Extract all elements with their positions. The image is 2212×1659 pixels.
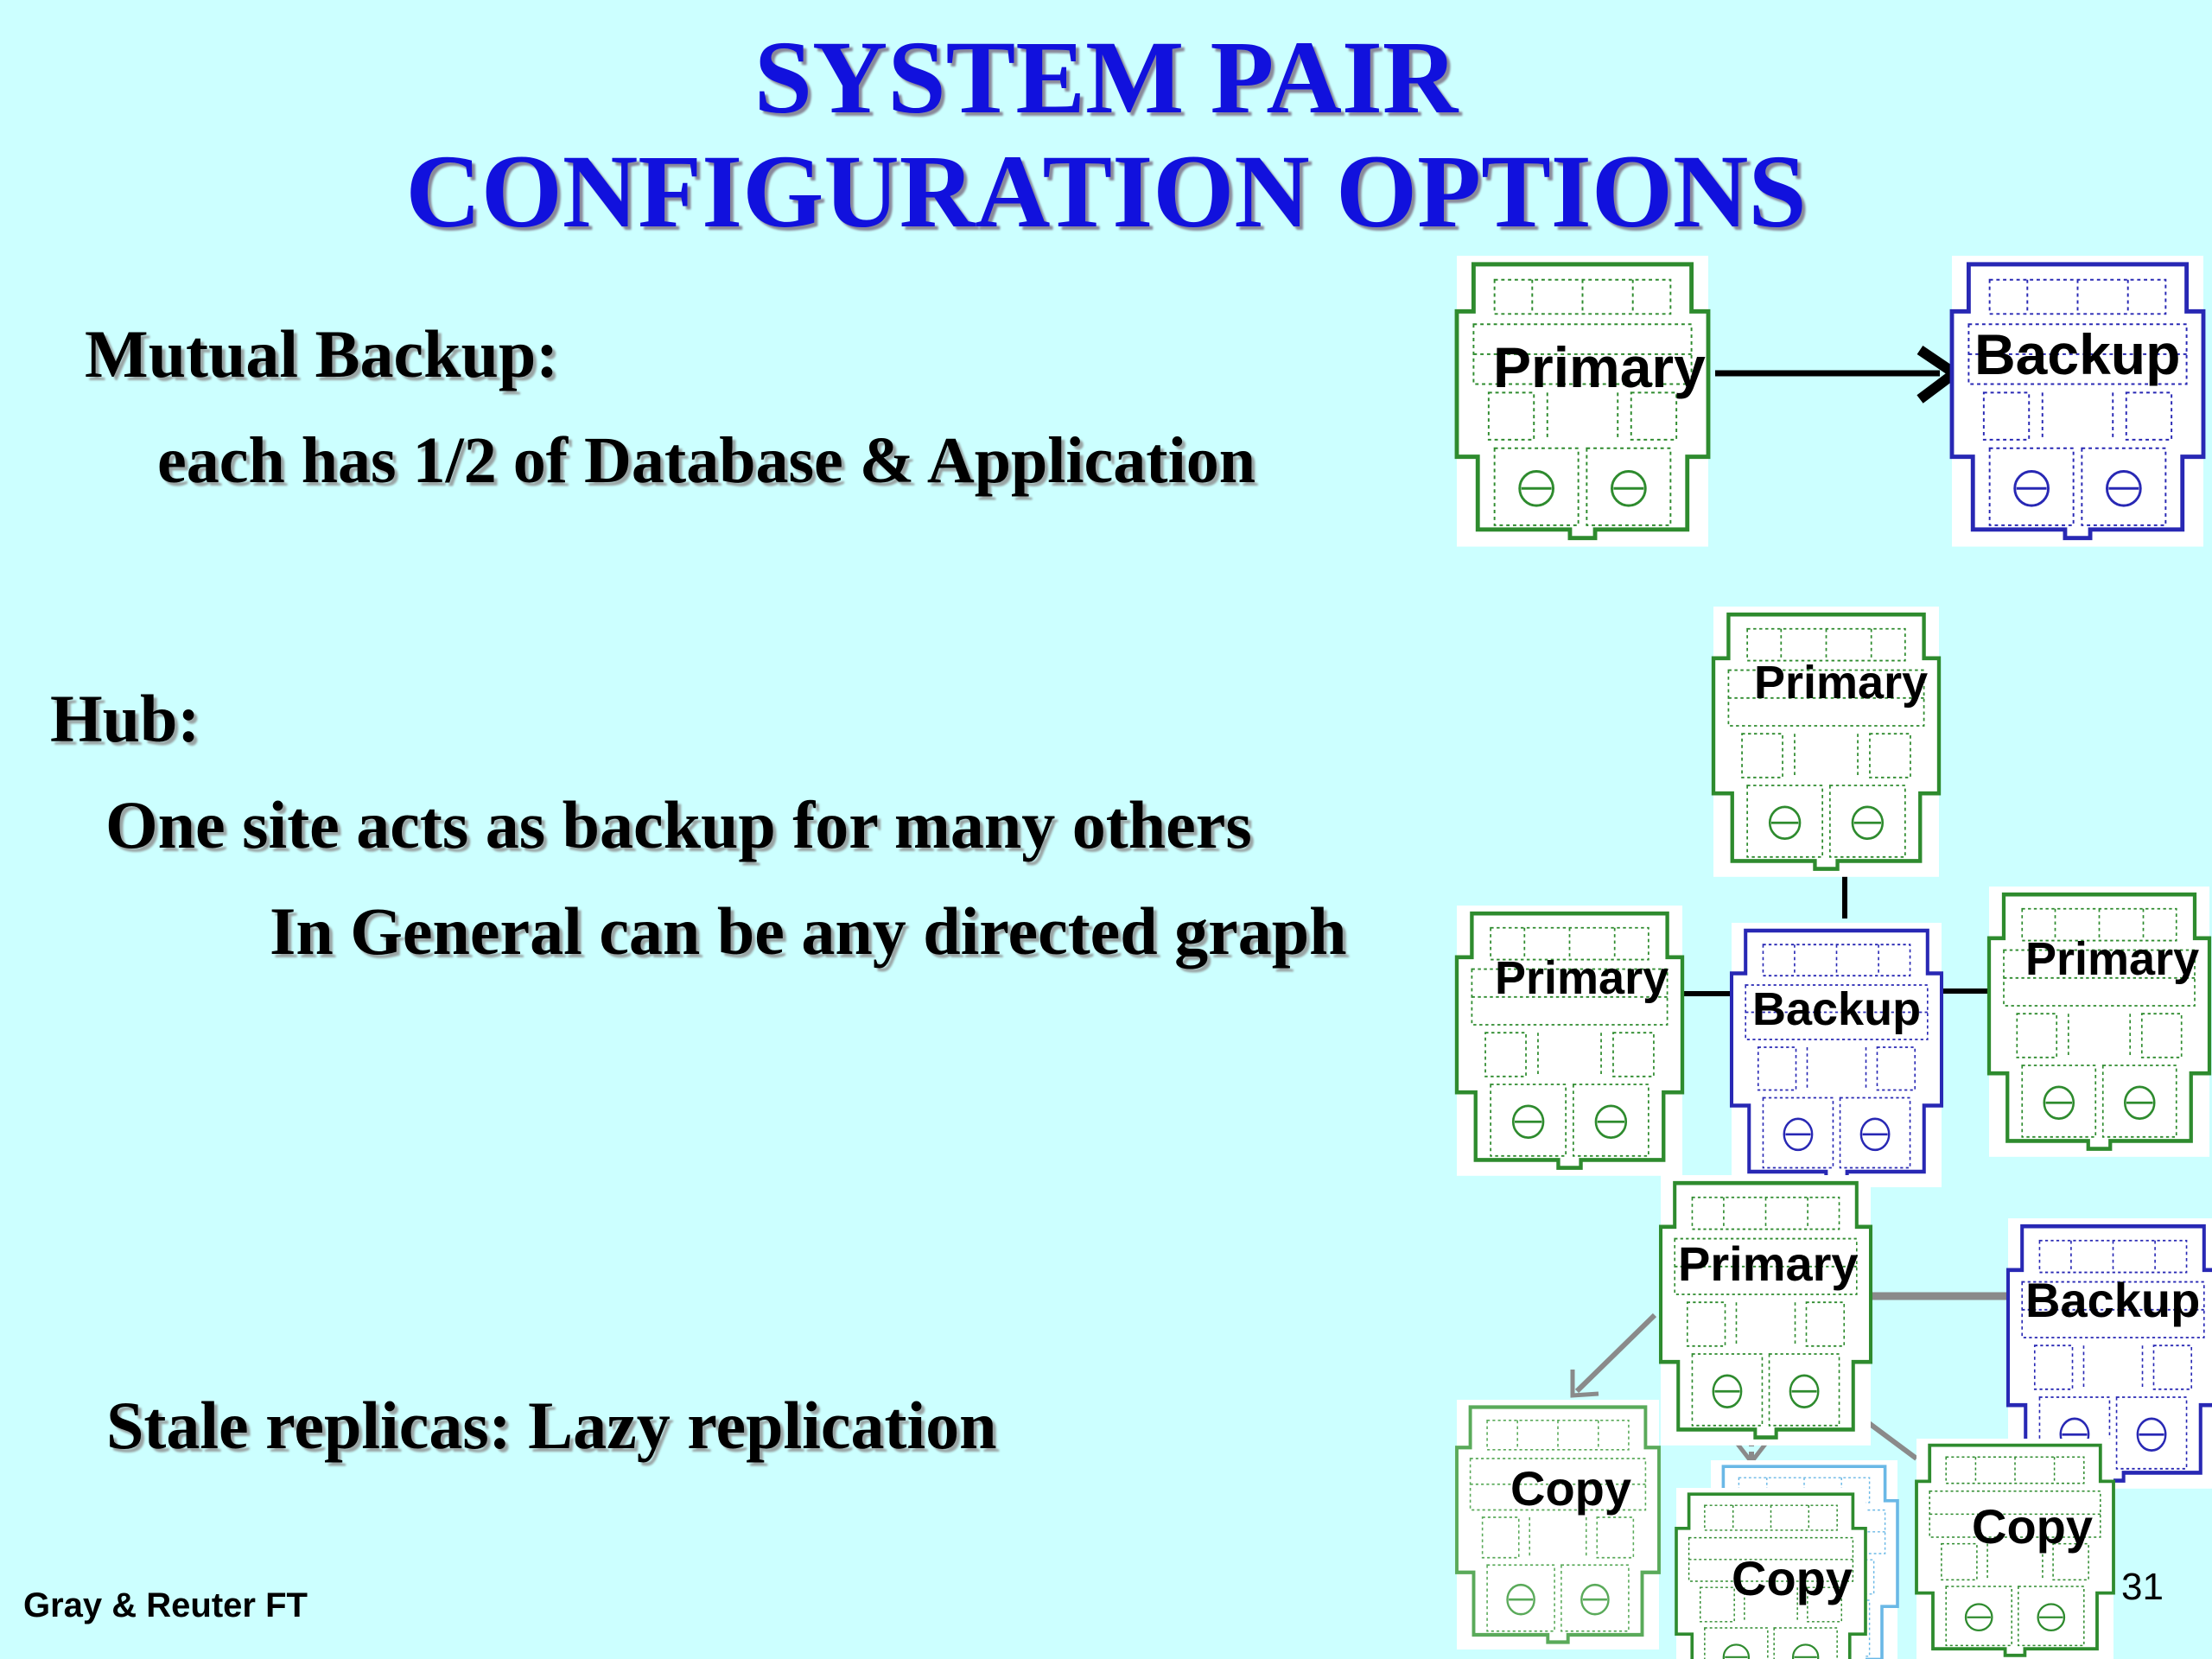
- stale-replicas-heading: Stale replicas: Lazy replication: [106, 1388, 997, 1463]
- title-line-2: CONFIGURATION OPTIONS: [405, 134, 1807, 250]
- mutual-primary-node: [1457, 256, 1708, 547]
- hub-heading: Hub:: [50, 681, 200, 756]
- stale-copy-2-label: Copy: [1732, 1551, 1853, 1605]
- stale-copy-1-label: Copy: [1510, 1461, 1631, 1516]
- stale-arrowhead-left: [1570, 1370, 1599, 1398]
- stale-primary-node: [1661, 1175, 1871, 1446]
- footer-credit: Gray & Reuter FT: [23, 1586, 308, 1624]
- title-line-1: SYSTEM PAIR: [753, 20, 1459, 136]
- hub-primary-top-node: [1713, 607, 1939, 877]
- hub-backup-label: Backup: [1752, 983, 1921, 1035]
- stale-arrow-left: [1574, 1313, 1657, 1394]
- hub-primary-right-node: [1989, 887, 2209, 1157]
- hub-backup-node: [1732, 923, 1942, 1187]
- mutual-backup-detail: each has 1/2 of Database & Application: [157, 424, 1255, 497]
- hub-primary-left-label: Primary: [1495, 952, 1669, 1004]
- stale-copy-3-label: Copy: [1972, 1499, 2093, 1554]
- stale-copy-node-1: [1457, 1400, 1659, 1649]
- mutual-backup-heading: Mutual Backup:: [85, 316, 559, 391]
- hub-detail: One site acts as backup for many others: [105, 787, 1252, 862]
- hub-primary-left-node: [1457, 906, 1682, 1176]
- hub-primary-right-label: Primary: [2025, 933, 2199, 985]
- mutual-backup-node: [1952, 256, 2203, 547]
- mutual-backup-label: Backup: [1974, 322, 2180, 386]
- mutual-primary-label: Primary: [1493, 335, 1706, 399]
- stale-backup-label: Backup: [2025, 1273, 2200, 1327]
- page-number: 31: [2121, 1566, 2164, 1608]
- hub-note: In General can be any directed graph: [270, 893, 1347, 969]
- stale-primary-label: Primary: [1678, 1236, 1859, 1291]
- hub-primary-top-label: Primary: [1754, 657, 1928, 709]
